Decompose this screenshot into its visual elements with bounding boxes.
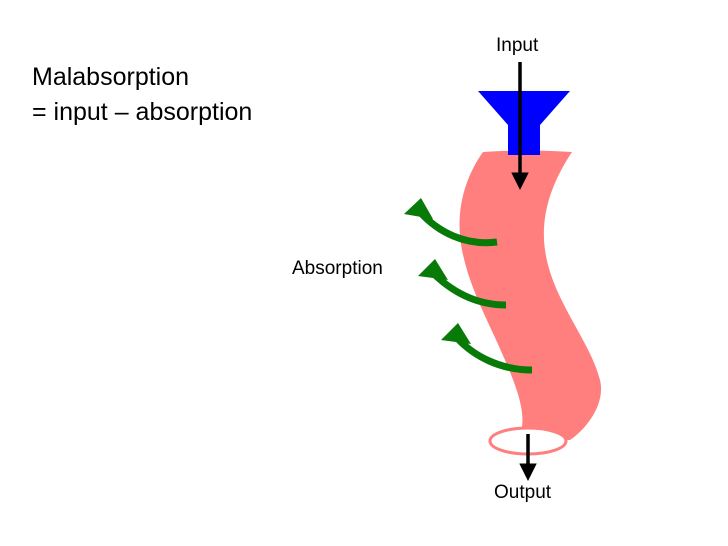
funnel-icon xyxy=(478,91,570,155)
intestine-tube xyxy=(459,150,602,440)
absorption-arrow-1 xyxy=(404,198,498,247)
output-label: Output xyxy=(494,482,552,503)
title-line-1: Malabsorption xyxy=(32,63,190,91)
input-label: Input xyxy=(496,35,539,56)
absorption-label: Absorption xyxy=(292,258,383,279)
formula-title: Malabsorption = input – absorption xyxy=(32,60,252,130)
title-line-2: = input – absorption xyxy=(32,98,253,126)
absorption-arrow-3 xyxy=(441,323,533,374)
absorption-arrow-2 xyxy=(418,259,507,309)
